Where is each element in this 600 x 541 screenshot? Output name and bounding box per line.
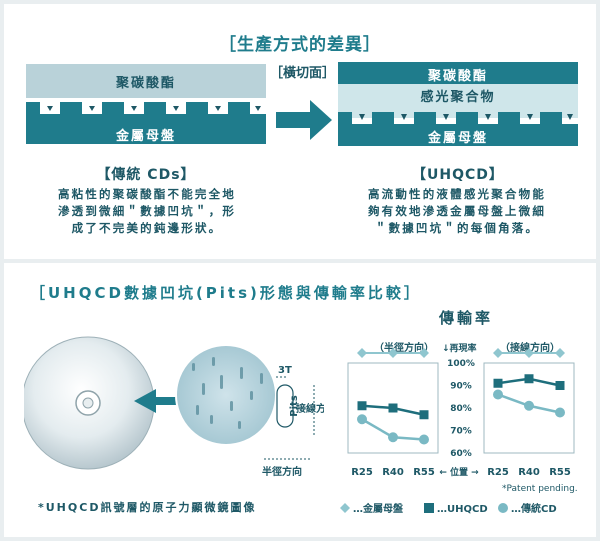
- traditional-point: [555, 407, 565, 418]
- x-tick-label: R40: [382, 467, 404, 478]
- master-point: [357, 348, 367, 358]
- y-axis-caption: ↓再現率: [442, 342, 477, 354]
- uhqcd-point: [419, 410, 429, 420]
- legend-uhqcd-icon: [424, 503, 434, 513]
- traditional-point: [493, 389, 503, 400]
- legend-label: …傳統CD: [511, 502, 557, 515]
- afm-illustration: Pits 3T 接線方向 半徑方向: [24, 336, 324, 478]
- polycarbonate-layer: [26, 64, 266, 98]
- legend-master-icon: [340, 503, 350, 513]
- traditional-desc-line: 成了不完美的鈍邊形狀。: [71, 221, 223, 235]
- uhqcd-metal-master-layer: [338, 112, 578, 146]
- traditional-desc-line: 滲透到微細＂數據凹坑＂，形: [57, 204, 237, 218]
- 3t-label: 3T: [278, 365, 292, 376]
- uhqcd-cross-section: [338, 62, 578, 146]
- pits-badge: [276, 384, 294, 428]
- chart-title: 傳輸率: [438, 309, 493, 327]
- master-point: [388, 348, 398, 358]
- transmission-rate-chart: 傳輸率 （半徑方向） （接線方向） ↓再現率 100%90%80%70%60% …: [340, 309, 578, 515]
- production-title: ［生產方式的差異］: [219, 35, 381, 55]
- radial-panel: [347, 348, 439, 454]
- x-tick-label: R40: [518, 467, 540, 478]
- x-tick-label: R55: [549, 467, 571, 478]
- production-difference-panel: ［生產方式的差異］ 聚碳酸酯 金屬母盤 ［橫切面］: [4, 4, 596, 259]
- traditional-point: [357, 414, 367, 425]
- x-tick-labels: R25 R40 R55 R25 R40 R55: [351, 467, 571, 478]
- uhqcd-description: 高流動性的液體感光聚合物能 夠有效地滲透金屬母盤上微細 ＂數據凹坑＂的每個角落。: [326, 186, 588, 237]
- uhqcd-desc-line: 夠有效地滲透金屬母盤上微細: [367, 204, 547, 218]
- patent-note: *Patent pending.: [502, 484, 578, 494]
- radial-label: 半徑方向: [262, 465, 302, 478]
- uhqcd-flow-arrows: [359, 106, 573, 120]
- y-tick-label: 80%: [450, 404, 472, 414]
- flow-arrows: [47, 100, 261, 111]
- afm-zoom-image: [175, 344, 277, 446]
- zoom-arrow-icon: [134, 389, 179, 413]
- legend-label: …UHQCD: [437, 504, 488, 515]
- x-tick-label: R25: [487, 467, 509, 478]
- polycarbonate-label: 聚碳酸酯: [115, 76, 176, 91]
- pits-title: ［UHQCD數據凹坑(Pits)形態與傳輸率比較］: [30, 284, 422, 302]
- disc-hole: [82, 397, 94, 409]
- x-tick-label: R55: [413, 467, 435, 478]
- y-tick-labels: 100% 90% 80% 70% 60%: [447, 359, 475, 459]
- traditional-point: [388, 432, 398, 443]
- traditional-cd-description: 高粘性的聚碳酸酯不能完全地 滲透到微細＂數據凹坑＂，形 成了不完美的鈍邊形狀。: [16, 186, 278, 237]
- pit-marks: [192, 357, 263, 429]
- cross-section-label: ［橫切面］: [270, 66, 336, 81]
- right-panel-header: （接線方向）: [500, 341, 560, 354]
- uhqcd-polycarbonate-label: 聚碳酸酯: [427, 69, 488, 84]
- traditional-point: [419, 434, 429, 445]
- afm-caption: *UHQCD訊號層的原子力顯微鏡圖像: [38, 501, 257, 514]
- uhqcd-point: [555, 381, 565, 390]
- traditional-cd-cross-section: [26, 64, 266, 144]
- traditional-point: [524, 400, 534, 411]
- pits-comparison-panel: ［UHQCD數據凹坑(Pits)形態與傳輸率比較］: [4, 263, 596, 537]
- x-axis-caption: ← 位置 →: [439, 466, 479, 478]
- master-point: [493, 348, 503, 358]
- chart-legend: …金屬母盤 …UHQCD …傳統CD: [340, 502, 557, 515]
- legend-label: …金屬母盤: [353, 502, 404, 515]
- process-arrow-icon: [276, 100, 332, 140]
- y-tick-label: 60%: [450, 449, 472, 459]
- left-panel-header: （半徑方向）: [374, 341, 434, 354]
- uhqcd-desc-line: ＂數據凹坑＂的每個角落。: [374, 221, 540, 235]
- uhqcd-point: [524, 374, 534, 384]
- x-tick-label: R25: [351, 467, 373, 478]
- uhqcd-heading: 【UHQCD】: [412, 167, 504, 183]
- master-point: [419, 348, 429, 358]
- traditional-desc-line: 高粘性的聚碳酸酯不能完全地: [57, 187, 237, 201]
- photopolymer-label: 感光聚合物: [420, 90, 496, 105]
- uhqcd-metal-master-label: 金屬母盤: [427, 131, 488, 146]
- y-tick-label: 70%: [450, 427, 472, 437]
- tangential-panel: [483, 348, 575, 454]
- uhqcd-polycarbonate-layer: [338, 62, 578, 84]
- traditional-cd-heading: 【傳統 CDs】: [96, 167, 196, 183]
- master-point: [524, 348, 534, 358]
- metal-master-label: 金屬母盤: [115, 129, 176, 144]
- y-tick-label: 100%: [447, 359, 475, 369]
- uhqcd-point: [493, 378, 503, 388]
- legend-traditional-icon: [498, 503, 508, 513]
- pits-label: Pits: [289, 395, 300, 417]
- metal-master-layer: [26, 102, 266, 144]
- master-point: [555, 348, 565, 358]
- uhqcd-desc-line: 高流動性的液體感光聚合物能: [367, 187, 547, 201]
- uhqcd-point: [388, 403, 398, 413]
- y-tick-label: 90%: [450, 382, 472, 392]
- tangential-label: 接線方向: [296, 402, 324, 415]
- uhqcd-point: [357, 401, 367, 411]
